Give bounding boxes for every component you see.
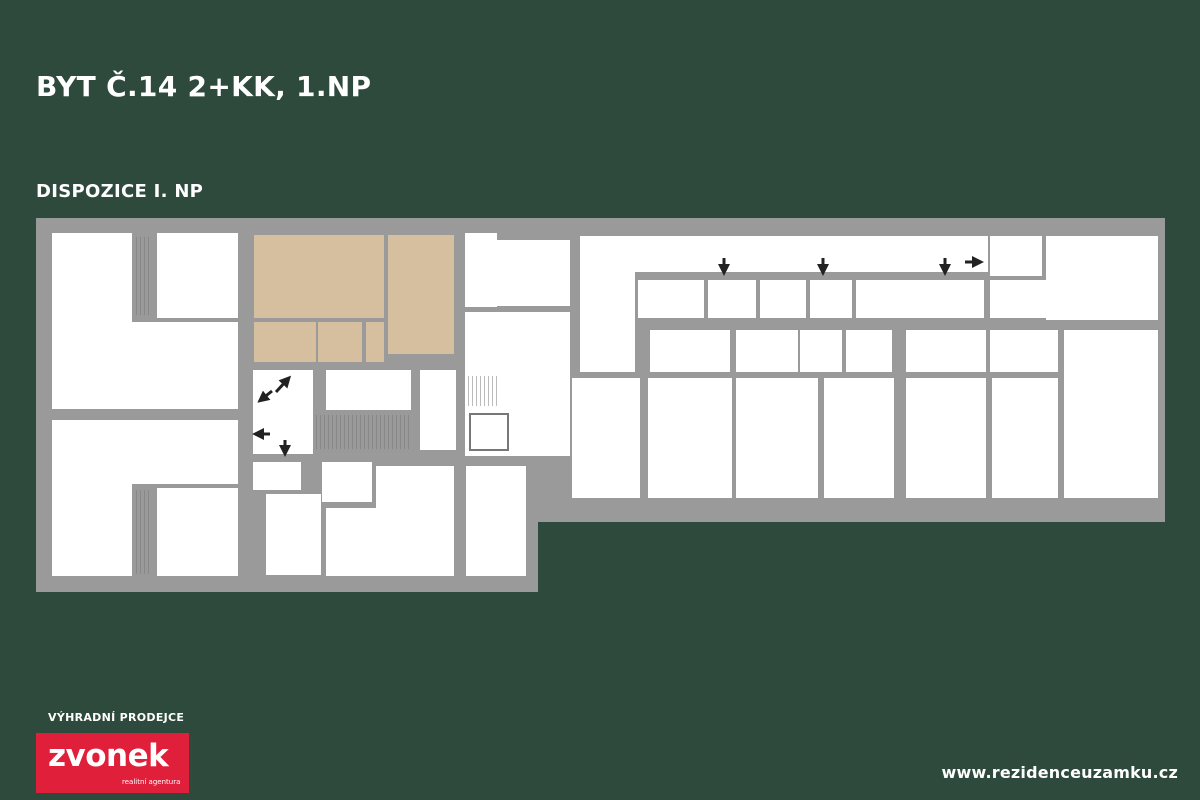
lift-shaft	[469, 413, 509, 451]
left-stair-lower	[134, 490, 152, 574]
zvonek-logo: zvonek realitní agentura	[36, 733, 189, 793]
floor-subtitle: DISPOZICE I. NP	[36, 181, 204, 202]
right-stair	[468, 376, 498, 406]
apartment-14-highlight	[254, 235, 454, 362]
website-link[interactable]: www.rezidenceuzamku.cz	[941, 763, 1178, 782]
right-wing-rooms	[572, 236, 1158, 498]
central-stair	[316, 415, 412, 449]
logo-tagline: realitní agentura	[122, 778, 181, 786]
entrance-arrows	[252, 256, 984, 457]
left-wing-rooms	[52, 233, 570, 576]
left-stair	[134, 237, 152, 315]
logo-name: zvonek	[48, 738, 169, 774]
exclusive-agent-label: VÝHRADNÍ PRODEJCE	[48, 711, 185, 724]
page-title: BYT Č.14 2+KK, 1.NP	[36, 70, 372, 103]
